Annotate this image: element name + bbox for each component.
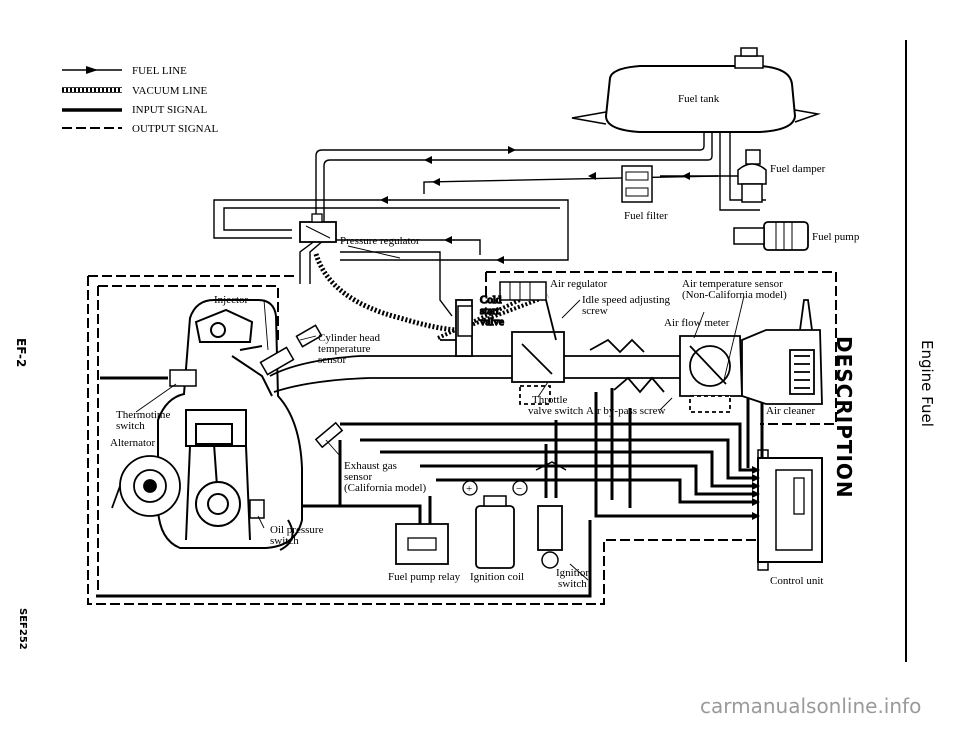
fuel-tank: Fuel tank (571, 47, 821, 133)
label-thermotime-2: switch (116, 420, 145, 432)
air-cleaner (741, 299, 823, 405)
coil-minus-terminal: − (516, 483, 522, 495)
fuel-pump: Fuel pump (733, 221, 860, 251)
air-flow-meter (679, 335, 743, 413)
alternator (111, 455, 181, 517)
control-unit (752, 449, 823, 571)
label-air-temp-sensor-2: (Non-California model) (682, 289, 787, 301)
label-idle-speed-2: screw (582, 305, 608, 317)
label-ignition-switch-2: switch (558, 578, 587, 590)
label-throttle-1: Throttle (532, 394, 568, 406)
label-air-regulator: Air regulator (550, 278, 607, 290)
input-signal-lines (96, 372, 764, 598)
label-thermotime-1: Thermotime (116, 409, 170, 421)
label-exhaust-3: (California model) (344, 482, 427, 494)
legend-fuel-line: FUEL LINE (132, 65, 187, 77)
fuel-damper: Fuel damper (737, 149, 826, 203)
flow-arrows (380, 146, 690, 264)
label-cyl-head-3: sensor (318, 354, 346, 366)
engine (157, 299, 303, 551)
component-labels: Air temperature sensor (Non-California m… (110, 278, 823, 590)
watermark: carmanualsonline.info (700, 694, 922, 718)
label-cyl-head-1: Cylinder head (318, 332, 381, 344)
label-ignition-switch-1: Ignition (556, 567, 591, 579)
output-signal-lines (87, 271, 837, 605)
label-fuel-tank: Fuel tank (678, 93, 720, 105)
cold-start-valve: Cold start valve (457, 293, 505, 337)
vacuum-lines (313, 253, 549, 340)
label-exhaust-1: Exhaust gas (344, 460, 397, 472)
chapter-title: Engine Fuel (918, 340, 936, 427)
leader-lines (135, 245, 745, 581)
label-fuel-pump-relay: Fuel pump relay (388, 571, 461, 583)
label-fuel-damper: Fuel damper (770, 163, 826, 175)
legend-vacuum-line: VACUUM LINE (132, 85, 208, 97)
label-cold-start-3: valve (480, 316, 504, 328)
label-exhaust-2: sensor (344, 471, 372, 483)
fuel-lines (213, 132, 766, 317)
label-air-bypass: Air by-pass screw (586, 405, 665, 417)
page-number: EF-2 (14, 338, 28, 368)
label-control-unit: Control unit (770, 575, 823, 587)
ignition-switch (535, 461, 567, 569)
label-alternator: Alternator (110, 437, 156, 449)
label-cold-start-1: Cold (480, 294, 502, 306)
ignition-coil: + − (462, 480, 528, 569)
sensors (169, 324, 344, 519)
coil-plus-terminal: + (466, 483, 472, 495)
throttle-chamber (511, 299, 565, 405)
label-injector: Injector (214, 294, 249, 306)
label-oil-pressure-2: switch (270, 535, 299, 547)
legend-output-signal: OUTPUT SIGNAL (132, 123, 219, 135)
label-cold-start-2: start (480, 305, 499, 317)
label-air-flow-meter: Air flow meter (664, 317, 730, 329)
air-regulator: Air regulator (499, 278, 607, 301)
legend: FUEL LINE VACUUM LINE INPUT SIGNAL OUTPU… (62, 65, 219, 135)
label-idle-speed-1: Idle speed adjusting (582, 294, 670, 306)
pressure-regulator: Pressure regulator (299, 213, 420, 247)
label-fuel-pump: Fuel pump (812, 231, 860, 243)
figure-code: SEF252 (17, 608, 28, 650)
page-rule (905, 40, 907, 662)
label-fuel-filter: Fuel filter (624, 210, 668, 222)
label-ignition-coil: Ignition coil (470, 571, 524, 583)
label-air-temp-sensor-1: Air temperature sensor (682, 278, 783, 290)
label-throttle-2: valve switch (528, 405, 584, 417)
label-pressure-regulator: Pressure regulator (340, 235, 420, 247)
label-air-cleaner: Air cleaner (766, 405, 815, 417)
fuel-pump-relay (395, 523, 449, 565)
label-cyl-head-2: temperature (318, 343, 371, 355)
label-oil-pressure-1: Oil pressure (270, 524, 324, 536)
fuel-filter: Fuel filter (621, 165, 668, 222)
section-title: DESCRIPTION (832, 336, 856, 499)
legend-input-signal: INPUT SIGNAL (132, 104, 208, 116)
